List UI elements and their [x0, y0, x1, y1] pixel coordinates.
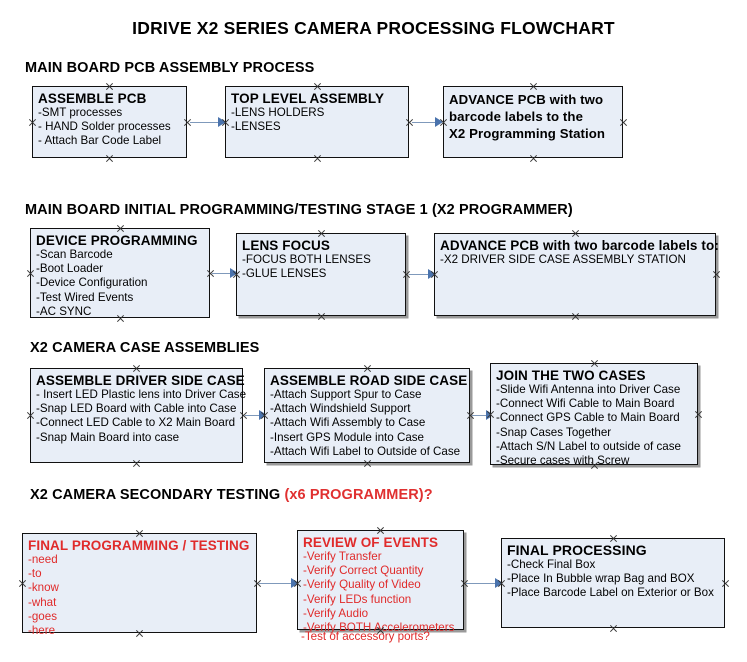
connector-arrowhead	[259, 410, 267, 420]
node-lens-focus-title: LENS FOCUS	[242, 238, 331, 253]
node-final-programming-testing-line-5: -here	[28, 624, 56, 638]
connector-review-to-final-processing	[466, 582, 498, 585]
node-review-of-events-title: REVIEW OF EVENTS	[303, 535, 439, 550]
node-final-processing-line-1: -Place In Bubble wrap Bag and BOX	[507, 572, 695, 586]
node-final-programming-testing-title: FINAL PROGRAMMING / TESTING	[28, 538, 250, 553]
connector-arrowhead	[435, 117, 443, 127]
node-assemble-pcb-line-2: - Attach Bar Code Label	[38, 134, 162, 148]
node-top-level-assembly[interactable]: TOP LEVEL ASSEMBLY -LENS HOLDERS -LENSES	[225, 86, 409, 158]
node-assemble-road-side-case-line-2: -Attach Wifi Assembly to Case	[270, 416, 426, 430]
section-title-secondary-testing: X2 CAMERA SECONDARY TESTING (x6 PROGRAMM…	[30, 487, 433, 503]
connector-arrowhead	[495, 578, 503, 588]
connector-road-case-to-join	[472, 414, 490, 417]
connector-pcb-to-top-level	[190, 121, 220, 124]
node-review-of-events[interactable]: REVIEW OF EVENTS -Verify Transfer -Verif…	[297, 530, 464, 634]
connector-arrowhead	[218, 117, 226, 127]
node-device-programming-line-4: -AC SYNC	[36, 304, 92, 318]
node-assemble-pcb-title: ASSEMBLE PCB	[38, 91, 147, 106]
node-advance-pcb-driver-side[interactable]: ADVANCE PCB with two barcode labels to: …	[434, 233, 719, 316]
section-title-initial-programming: MAIN BOARD INITIAL PROGRAMMING/TESTING S…	[25, 202, 573, 218]
node-lens-focus-line-0: -FOCUS BOTH LENSES	[242, 253, 371, 266]
connector-device-to-lens-focus	[212, 272, 234, 275]
node-assemble-road-side-case-title: ASSEMBLE ROAD SIDE CASE	[270, 373, 468, 388]
node-device-programming-line-2: -Device Configuration	[36, 276, 148, 290]
node-final-programming-testing-line-4: -goes	[28, 609, 58, 623]
node-device-programming-line-1: -Boot Loader	[36, 262, 104, 276]
node-final-processing-title: FINAL PROCESSING	[507, 542, 647, 558]
node-join-the-two-cases-line-1: -Connect Wifi Cable to Main Board	[496, 397, 675, 411]
node-review-of-events-line-0: -Verify Transfer	[303, 550, 382, 563]
node-final-programming-testing[interactable]: FINAL PROGRAMMING / TESTING -need -to -k…	[22, 533, 257, 637]
node-advance-pcb-programming-station[interactable]: ADVANCE PCB with two barcode labels to t…	[443, 86, 623, 158]
node-review-of-events-line-2: -Verify Quality of Video	[303, 578, 421, 592]
node-advance-pcb-programming-station-title: ADVANCE PCB with two barcode labels to t…	[449, 92, 606, 141]
node-top-level-assembly-title: TOP LEVEL ASSEMBLY	[231, 91, 385, 106]
node-assemble-road-side-case-line-4: -Attach Wifi Label to Outside of Case	[270, 444, 461, 458]
node-assemble-road-side-case-line-3: -Insert GPS Module into Case	[270, 430, 425, 444]
node-final-processing-line-2: -Place Barcode Label on Exterior or Box	[507, 586, 714, 600]
node-advance-pcb-driver-side-title: ADVANCE PCB with two barcode labels to:	[440, 238, 719, 253]
node-assemble-road-side-case-line-1: -Attach Windshield Support	[270, 402, 411, 416]
node-review-of-events-line-1: -Verify Correct Quantity	[303, 564, 424, 578]
node-assemble-road-side-case-line-0: -Attach Support Spur to Case	[270, 388, 422, 401]
connector-driver-case-to-road-case	[245, 414, 263, 417]
node-assemble-road-side-case[interactable]: ASSEMBLE ROAD SIDE CASE -Attach Support …	[264, 368, 470, 463]
section-title-pcb-assembly-label: MAIN BOARD PCB ASSEMBLY PROCESS	[25, 60, 315, 76]
node-device-programming-line-3: -Test Wired Events	[36, 290, 134, 304]
node-final-programming-testing-line-3: -what	[28, 595, 57, 609]
node-review-of-events-overflow-line: -Test of accessory ports?	[301, 630, 430, 643]
node-join-the-two-cases-line-4: -Attach S/N Label to outside of case	[496, 439, 681, 453]
node-assemble-pcb-line-0: -SMT processes	[38, 106, 123, 119]
page-title: IDRIVE X2 SERIES CAMERA PROCESSING FLOWC…	[132, 18, 615, 38]
node-review-of-events-line-5: -Verify BOTH Accelerometers	[303, 621, 455, 635]
section-title-secondary-testing-label: X2 CAMERA SECONDARY TESTING	[30, 487, 281, 503]
node-top-level-assembly-line-0: -LENS HOLDERS	[231, 106, 325, 119]
node-assemble-driver-side-case-line-3: -Snap Main Board into case	[36, 430, 180, 444]
node-assemble-pcb-line-1: - HAND Solder processes	[38, 120, 171, 134]
node-advance-pcb-driver-side-line-0: -X2 DRIVER SIDE CASE ASSEMBLY STATION	[440, 253, 686, 266]
node-assemble-driver-side-case-title: ASSEMBLE DRIVER SIDE CASE	[36, 373, 245, 388]
node-review-of-events-line-4: -Verify Audio	[303, 606, 369, 620]
section-title-initial-programming-label: MAIN BOARD INITIAL PROGRAMMING/TESTING S…	[25, 202, 573, 218]
node-join-the-two-cases-line-3: -Snap Cases Together	[496, 425, 612, 439]
connector-arrowhead	[230, 268, 238, 278]
connector-arrowhead	[291, 578, 299, 588]
node-device-programming-title: DEVICE PROGRAMMING	[36, 233, 198, 248]
node-top-level-assembly-line-1: -LENSES	[231, 120, 281, 134]
node-join-the-two-cases-line-0: -Slide Wifi Antenna into Driver Case	[496, 383, 681, 396]
node-device-programming[interactable]: DEVICE PROGRAMMING -Scan Barcode -Boot L…	[30, 228, 210, 318]
node-final-processing[interactable]: FINAL PROCESSING -Check Final Box -Place…	[501, 538, 725, 628]
node-lens-focus-line-1: -GLUE LENSES	[242, 267, 327, 281]
section-title-secondary-testing-accent: (x6 PROGRAMMER)?	[284, 487, 433, 503]
connector-top-level-to-advance	[412, 121, 437, 124]
node-final-processing-line-0: -Check Final Box	[507, 558, 596, 571]
node-review-of-events-line-3: -Verify LEDs function	[303, 592, 412, 606]
node-join-the-two-cases-line-2: -Connect GPS Cable to Main Board	[496, 411, 680, 425]
node-final-programming-testing-line-0: -need	[28, 553, 58, 566]
connector-arrowhead	[428, 269, 436, 279]
section-title-pcb-assembly: MAIN BOARD PCB ASSEMBLY PROCESS	[25, 60, 314, 76]
node-assemble-driver-side-case-line-0: - Insert LED Plastic lens into Driver Ca…	[36, 388, 247, 401]
node-final-programming-testing-line-2: -know	[28, 581, 59, 595]
node-join-the-two-cases[interactable]: JOIN THE TWO CASES -Slide Wifi Antenna i…	[490, 363, 698, 468]
node-join-the-two-cases-line-5: -Secure cases with Screw	[496, 454, 630, 468]
node-join-the-two-cases-title: JOIN THE TWO CASES	[496, 368, 646, 383]
node-final-programming-testing-line-1: -to	[28, 567, 42, 581]
node-assemble-pcb[interactable]: ASSEMBLE PCB -SMT processes - HAND Solde…	[32, 86, 187, 158]
node-lens-focus[interactable]: LENS FOCUS -FOCUS BOTH LENSES -GLUE LENS…	[236, 233, 406, 316]
section-title-case-assemblies-label: X2 CAMERA CASE ASSEMBLIES	[30, 340, 260, 356]
node-device-programming-line-0: -Scan Barcode	[36, 248, 113, 261]
node-assemble-driver-side-case[interactable]: ASSEMBLE DRIVER SIDE CASE - Insert LED P…	[30, 368, 247, 463]
node-assemble-driver-side-case-line-2: -Connect LED Cable to X2 Main Board	[36, 416, 236, 430]
connector-lens-focus-to-advance	[409, 273, 431, 276]
connector-final-programming-to-review	[259, 582, 294, 585]
section-title-case-assemblies: X2 CAMERA CASE ASSEMBLIES	[30, 340, 259, 356]
node-assemble-driver-side-case-line-1: -Snap LED Board with Cable into Case	[36, 402, 237, 416]
